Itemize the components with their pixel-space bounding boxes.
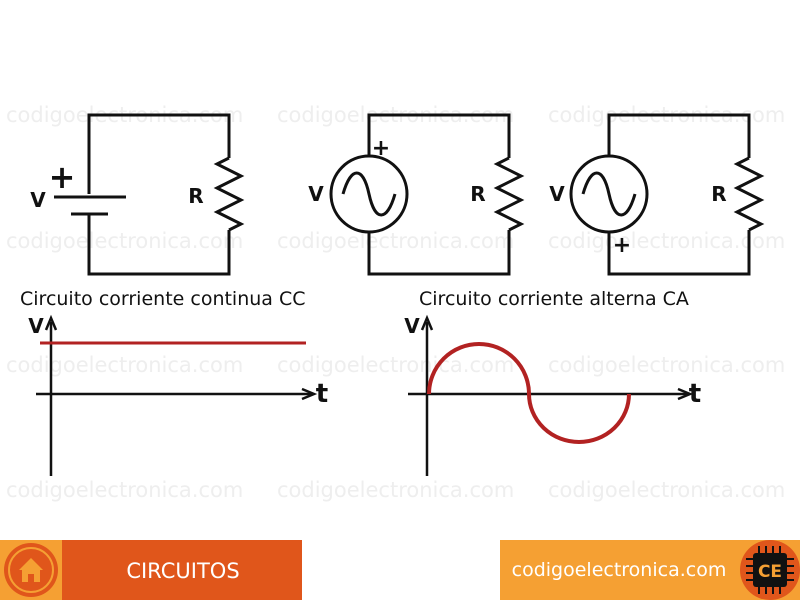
dc-graph-x-arrow <box>301 387 318 401</box>
ac1-wire-bottom <box>367 230 511 276</box>
ac-circuit-2 <box>569 113 765 276</box>
ac1-wire-top <box>367 113 511 158</box>
dc-resistor-label: R <box>188 184 203 208</box>
ac2-resistor <box>733 156 765 232</box>
dc-graph <box>36 314 318 476</box>
ac-caption: Circuito corriente alterna CA <box>419 288 689 310</box>
dc-circuit <box>54 113 245 276</box>
ac-graph <box>408 314 694 476</box>
ac-graph-y-label: V <box>404 314 420 338</box>
ac2-resistor-label: R <box>711 182 726 206</box>
ac-graph-x-arrow <box>677 387 694 401</box>
watermark-text: codigoelectronica.com <box>277 353 514 377</box>
dc-resistor <box>213 156 245 232</box>
ac2-wire-top <box>607 113 751 158</box>
ac2-sine-symbol <box>581 171 637 217</box>
watermark-text: codigoelectronica.com <box>277 229 514 253</box>
watermark-text: codigoelectronica.com <box>548 229 785 253</box>
house-icon <box>4 543 58 597</box>
dc-graph-x-label: t <box>316 379 328 409</box>
ac-graph-y-arrow <box>420 314 434 331</box>
dc-plus-sign: + <box>49 158 76 196</box>
ac-signal-wave <box>427 342 631 444</box>
dc-caption: Circuito corriente continua CC <box>20 288 306 310</box>
ac1-voltage-label: V <box>308 182 324 206</box>
ac1-resistor-label: R <box>470 182 485 206</box>
dc-graph-y-arrow <box>44 314 58 331</box>
footer-left-bg <box>62 540 302 600</box>
watermark-layer: codigoelectronica.com codigoelectronica.… <box>6 103 785 502</box>
watermark-text: codigoelectronica.com <box>6 478 243 502</box>
dc-wire-bottom <box>87 214 231 276</box>
ac-graph-x-label: t <box>689 379 701 409</box>
ac1-resistor <box>493 156 525 232</box>
watermark-text: codigoelectronica.com <box>548 478 785 502</box>
watermark-text: codigoelectronica.com <box>6 353 243 377</box>
ac2-source <box>569 154 649 234</box>
dc-wire-top <box>87 113 231 194</box>
ac2-voltage-label: V <box>549 182 565 206</box>
footer-left-label: CIRCUITOS <box>126 559 239 583</box>
footer-right-banner[interactable]: codigoelectronica.com CE <box>500 540 800 600</box>
ac-circuit-1 <box>329 113 525 276</box>
chip-logo-icon: CE <box>740 540 800 600</box>
dc-graph-y-label: V <box>28 314 44 338</box>
footer-left-banner[interactable]: CIRCUITOS <box>0 540 302 600</box>
watermark-text: codigoelectronica.com <box>548 353 785 377</box>
watermark-text: codigoelectronica.com <box>6 229 243 253</box>
ac1-source <box>329 154 409 234</box>
ac2-wire-bottom <box>607 230 751 276</box>
ac1-sine-symbol <box>341 171 397 217</box>
ac2-plus-sign: + <box>613 233 631 258</box>
footer-right-label: codigoelectronica.com <box>512 559 727 581</box>
dc-voltage-label: V <box>30 188 46 212</box>
watermark-text: codigoelectronica.com <box>277 478 514 502</box>
logo-text: CE <box>758 562 782 582</box>
ac1-plus-sign: + <box>372 136 390 161</box>
